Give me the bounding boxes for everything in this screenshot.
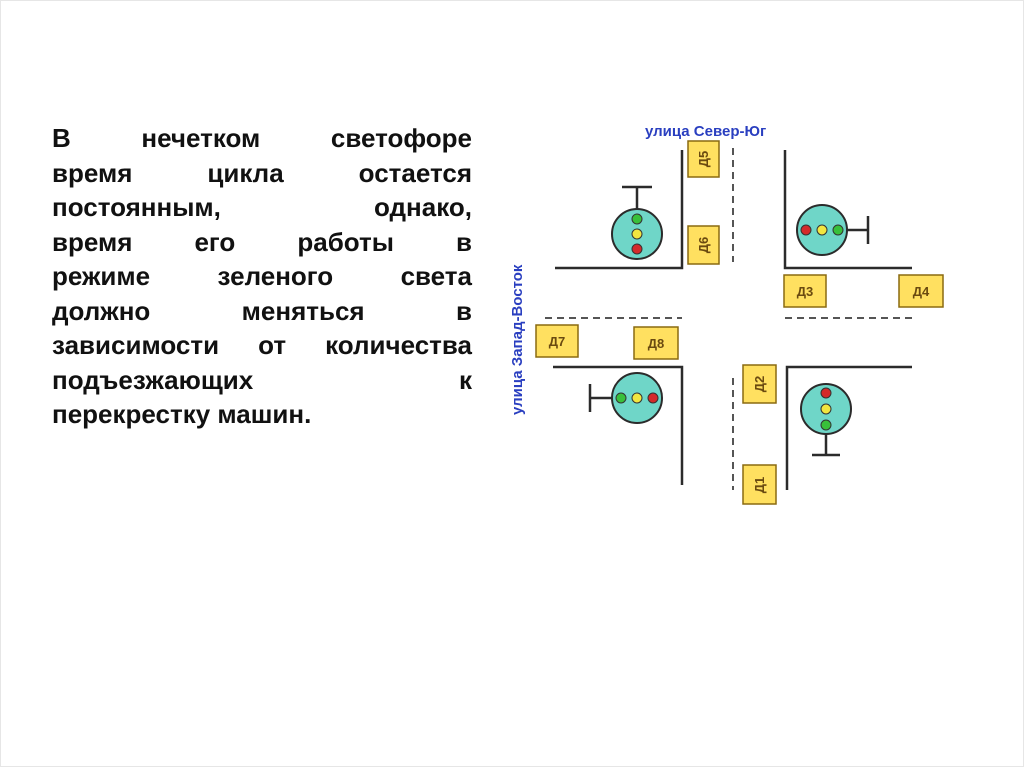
sensor-d6: Д6 — [687, 225, 720, 265]
yellow-lamp-icon — [631, 392, 643, 404]
traffic-light-nw — [611, 185, 663, 260]
traffic-light-sw — [588, 372, 663, 424]
paragraph-line: постоянным, однако, — [52, 192, 472, 222]
paragraph-line: В нечетком светофоре — [52, 123, 472, 153]
sensor-d7: Д7 — [535, 324, 579, 358]
paragraph-line: подъезжающих к — [52, 364, 472, 395]
sensor-d5: Д5 — [687, 140, 720, 178]
street-north-south-label: улица Север-Юг — [645, 123, 766, 140]
sensor-d4: Д4 — [898, 274, 944, 308]
paragraph-line: должно меняться в — [52, 295, 472, 326]
sensor-d8-label: Д8 — [648, 336, 665, 351]
sensor-d1-label: Д1 — [752, 477, 767, 494]
green-lamp-icon — [631, 213, 643, 225]
red-lamp-icon — [800, 224, 812, 236]
intersection-diagram: улица Север-Юг улица Запад-Восток — [490, 110, 960, 520]
yellow-lamp-icon — [631, 228, 643, 240]
sensor-d5-label: Д5 — [696, 151, 711, 168]
red-lamp-icon — [647, 392, 659, 404]
road-corner-ne — [783, 150, 912, 270]
sensor-d2: Д2 — [742, 364, 777, 404]
paragraph-line: режиме зеленого света — [52, 261, 472, 291]
road-corner-sw — [553, 365, 684, 485]
traffic-light-se — [800, 383, 852, 457]
green-lamp-icon — [832, 224, 844, 236]
sensor-d3: Д3 — [783, 274, 827, 308]
red-lamp-icon — [631, 243, 643, 255]
paragraph-line: перекрестку машин. — [52, 399, 312, 429]
yellow-lamp-icon — [816, 224, 828, 236]
sensor-d8: Д8 — [633, 326, 679, 360]
red-lamp-icon — [820, 387, 832, 399]
paragraph-line: зависимости от количества — [52, 330, 472, 360]
sensor-d7-label: Д7 — [549, 334, 566, 349]
traffic-light-ne — [796, 204, 870, 256]
road-edges — [553, 150, 912, 490]
paragraph-line: время его работы в — [52, 226, 472, 257]
intersection-svg: улица Север-Юг улица Запад-Восток — [509, 123, 944, 505]
sensor-d1: Д1 — [742, 464, 777, 505]
center-lines — [545, 148, 915, 490]
road-corner-nw — [555, 150, 684, 270]
yellow-lamp-icon — [820, 403, 832, 415]
sensor-d6-label: Д6 — [696, 237, 711, 254]
sensor-d2-label: Д2 — [752, 376, 767, 393]
street-west-east-label: улица Запад-Восток — [509, 264, 526, 415]
sensor-d4-label: Д4 — [913, 284, 930, 299]
road-corner-se — [785, 365, 912, 490]
sensor-d3-label: Д3 — [797, 284, 814, 299]
paragraph-line: время цикла остается — [52, 157, 472, 188]
green-lamp-icon — [820, 419, 832, 431]
green-lamp-icon — [615, 392, 627, 404]
slide-paragraph: В нечетком светофоре время цикла остаетс… — [52, 121, 472, 432]
